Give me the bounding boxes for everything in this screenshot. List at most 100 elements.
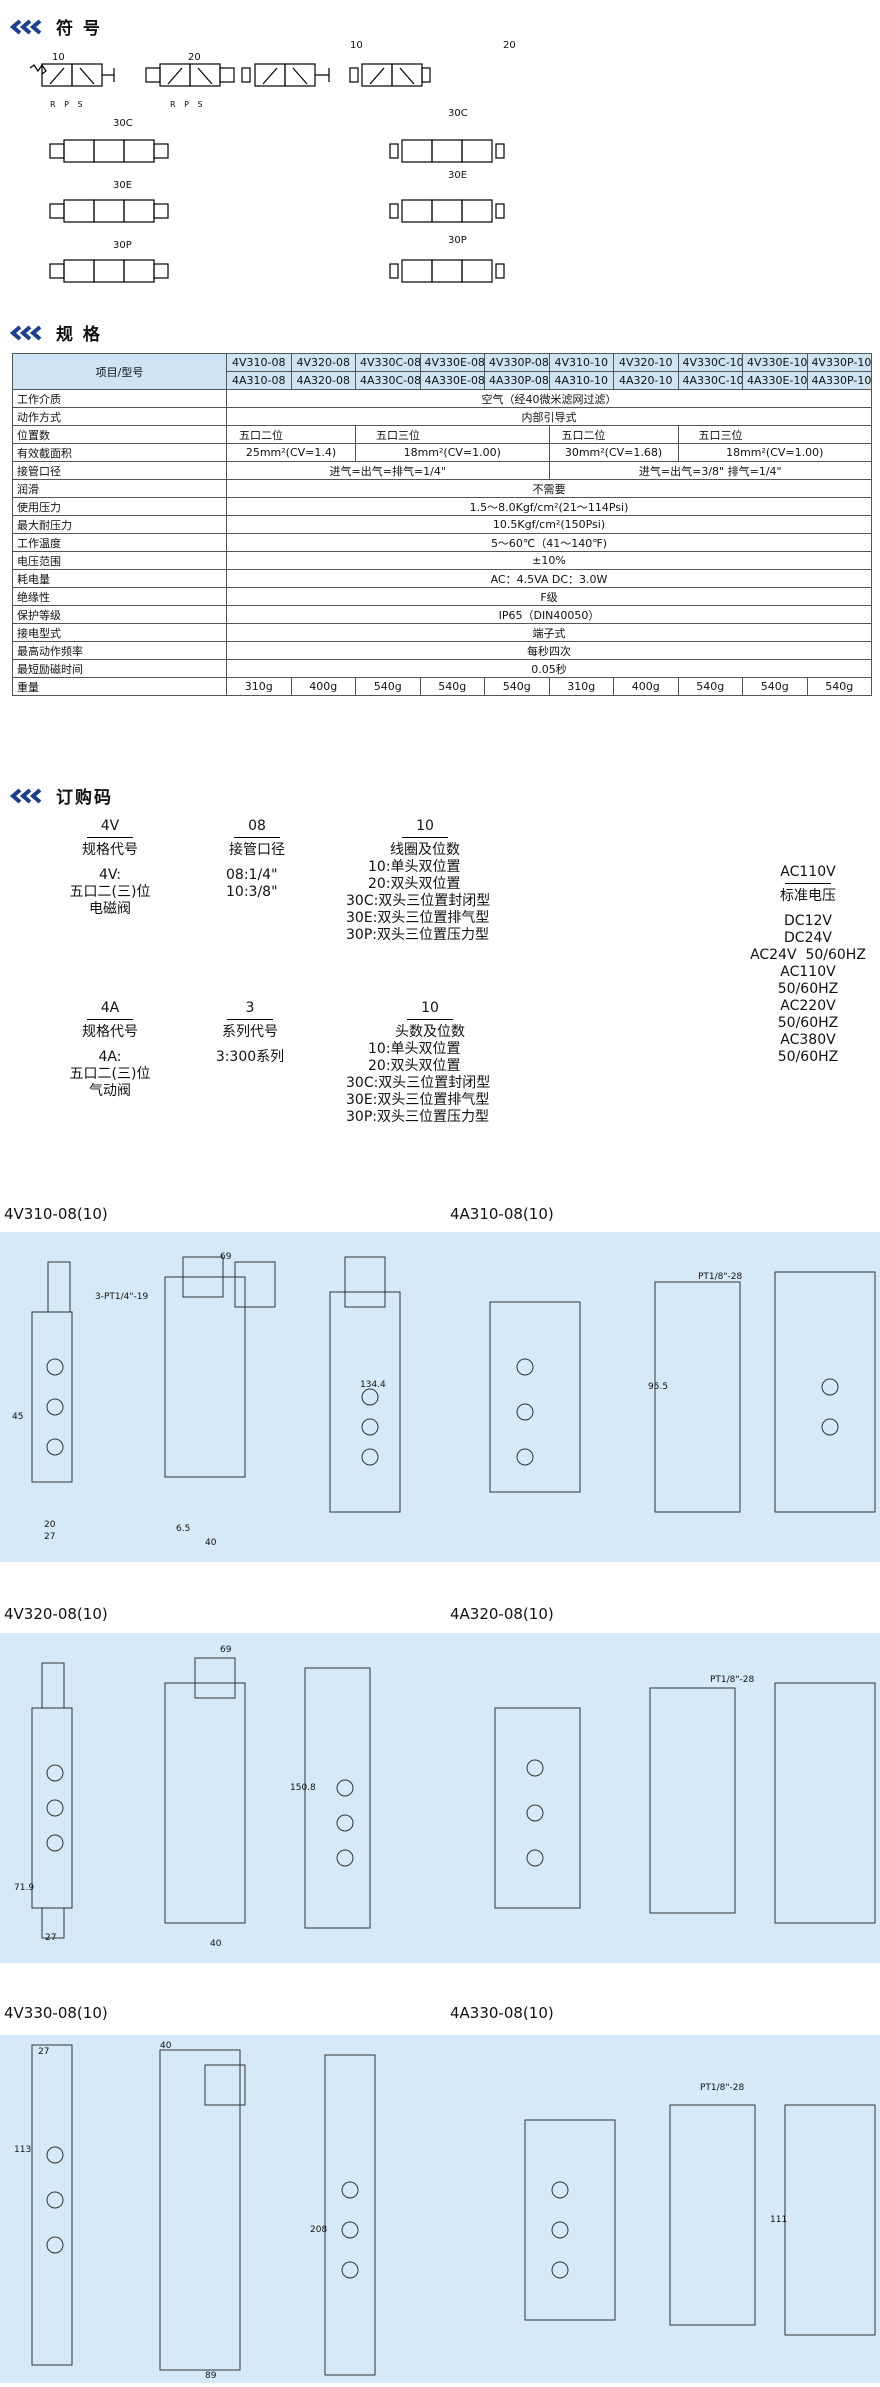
model-cell: 4V330E-08 xyxy=(419,353,485,372)
symbol-20-left: 20 xyxy=(188,52,201,63)
spec-row-wiring: 接电型式端子式 xyxy=(12,623,872,642)
row-label: 工作介质 xyxy=(12,389,227,408)
dim-pt18c: PT1/8"-28 xyxy=(700,2083,745,2093)
dim-27b: 27 xyxy=(45,1933,57,1943)
spec-header-label: 项目/型号 xyxy=(12,353,227,390)
chevron-triple-icon xyxy=(10,787,42,804)
order-volt-opt: DC24V xyxy=(784,930,832,946)
drawing-panel-310: 69 45 27 20 40 6.5 134.4 PT1/8"-28 95.5 … xyxy=(0,1232,880,1562)
section-title-symbol: 符 号 xyxy=(10,14,102,39)
spec-row-area: 有效截面积 25mm²(CV=1.4) 18mm²(CV=1.00) 30mm²… xyxy=(12,443,872,462)
order-v-code: 4V xyxy=(100,818,120,834)
drawing-310-svg xyxy=(31,1256,876,1513)
symbol-10-right: 10 xyxy=(350,40,363,51)
spec-header-row-1: 项目/型号 4V310-08 4V320-08 4V330C-08 4V330E… xyxy=(12,353,872,390)
symbol-20-right: 20 xyxy=(503,40,516,51)
row-label: 最短励磁时间 xyxy=(12,659,227,678)
order-port-label: 接管口径 xyxy=(229,842,285,858)
model-cell: 4V330E-10 xyxy=(742,353,808,372)
order-head-block: 10 头数及位数 10:单头双位置 20:双头双位置 30C:双头三位置封闭型 … xyxy=(340,1000,520,1126)
symbol-ports-left: R P S xyxy=(50,100,86,109)
model-cell: 4A330E-08 xyxy=(419,371,485,390)
model-cell: 4V330P-10 xyxy=(806,353,872,372)
weight-cell: 540g xyxy=(742,677,808,696)
model-cell: 4V330P-08 xyxy=(484,353,550,372)
dim-40: 40 xyxy=(205,1538,217,1548)
chevron-triple-icon xyxy=(10,18,42,35)
drawing-title-4a310: 4A310-08(10) xyxy=(450,1205,554,1223)
section-title-order: 订购码 xyxy=(10,783,113,808)
model-cell: 4V310-10 xyxy=(548,353,614,372)
dim-pt18b: PT1/8"-28 xyxy=(710,1675,755,1685)
drawing-330-svg xyxy=(31,2044,876,2376)
order-a-desc3: 气动阀 xyxy=(89,1083,131,1099)
row-label: 接电型式 xyxy=(12,623,227,642)
drawing-title-4a330: 4A330-08(10) xyxy=(450,2004,554,2022)
drawing-title-4v320: 4V320-08(10) xyxy=(4,1605,108,1623)
order-coil-opt: 30P:双头三位置压力型 xyxy=(346,927,489,943)
dim-69: 69 xyxy=(220,1252,232,1262)
spec-row-weight: 重量 310g 400g 540g 540g 540g 310g 400g 54… xyxy=(12,677,872,696)
order-head-opt: 30E:双头三位置排气型 xyxy=(346,1092,490,1108)
row-label: 保护等级 xyxy=(12,605,227,624)
row-label: 耗电量 xyxy=(12,569,227,588)
dim-134-4: 134.4 xyxy=(360,1380,386,1390)
row-label: 接管口径 xyxy=(12,461,227,480)
order-volt-opt: AC110V 50/60HZ xyxy=(777,964,839,997)
row-value: 五口二位 xyxy=(548,425,679,444)
spec-row-positions: 位置数 五口二位 五口三位 五口二位 五口三位 xyxy=(12,425,872,444)
dim-95-5: 95.5 xyxy=(648,1382,669,1392)
row-value: F级 xyxy=(226,587,872,606)
drawing-panel-320: 69 40 71.9 150.8 PT1/8"-28 27 xyxy=(0,1633,880,1963)
row-value: 每秒四次 xyxy=(226,641,872,660)
valve-symbols-diagram xyxy=(29,63,505,283)
row-label: 最大耐压力 xyxy=(12,515,227,534)
order-v-desc2: 五口二(三)位 xyxy=(69,884,151,900)
weight-cell: 400g xyxy=(613,677,679,696)
order-a-block: 4A 规格代号 4A: 五口二(三)位 气动阀 xyxy=(60,1000,160,1100)
row-value: ±10% xyxy=(226,551,872,570)
order-volt-opt: AC380V 50/60HZ xyxy=(777,1032,839,1065)
spec-table: 项目/型号 4V310-08 4V320-08 4V330C-08 4V330E… xyxy=(12,353,872,696)
dim-pt18: PT1/8"-28 xyxy=(698,1272,743,1282)
order-coil-opt: 30E:双头三位置排气型 xyxy=(346,910,490,926)
drawing-panel-330: 27 40 113 208 89 PT1/8"-28 111 xyxy=(0,2035,880,2383)
row-label: 工作温度 xyxy=(12,533,227,552)
row-value: 五口三位 xyxy=(677,425,872,444)
row-label: 润滑 xyxy=(12,479,227,498)
order-a-desc1: 4A: xyxy=(98,1049,122,1065)
row-value: 进气=出气=3/8" 排气=1/4" xyxy=(548,461,872,480)
chevron-triple-icon xyxy=(10,324,42,341)
symbol-30e-right: 30E xyxy=(448,170,468,181)
weight-cell: 540g xyxy=(484,677,550,696)
order-coil-code: 10 xyxy=(416,818,434,834)
order-head-code: 10 xyxy=(421,1000,439,1016)
dim-40b: 40 xyxy=(210,1939,222,1949)
dim-113: 113 xyxy=(14,2145,32,2155)
spec-header-row-2: 4A310-08 4A320-08 4A330C-08 4A330E-08 4A… xyxy=(13,371,872,390)
row-label: 有效截面积 xyxy=(12,443,227,462)
order-port-opt1: 08:1/4" xyxy=(226,867,278,883)
row-label: 电压范围 xyxy=(12,551,227,570)
dim-150-8: 150.8 xyxy=(290,1783,316,1793)
order-series-code: 3 xyxy=(245,1000,255,1016)
model-cell: 4A320-10 xyxy=(613,371,679,390)
weight-cell: 310g xyxy=(548,677,614,696)
order-head-opt: 30P:双头三位置压力型 xyxy=(346,1109,489,1125)
order-port-block: 08 接管口径 08:1/4" 10:3/8" xyxy=(212,818,302,901)
order-head-opt: 20:双头双位置 xyxy=(368,1058,461,1074)
order-v-desc1: 4V: xyxy=(98,867,122,883)
order-v-block: 4V 规格代号 4V: 五口二(三)位 电磁阀 xyxy=(60,818,160,918)
weight-cell: 540g xyxy=(677,677,743,696)
order-series-block: 3 系列代号 3:300系列 xyxy=(200,1000,300,1066)
model-cell: 4A330C-10 xyxy=(677,371,743,390)
symbol-30p-left: 30P xyxy=(113,240,132,251)
section-spec-label: 规 格 xyxy=(56,325,102,345)
order-a-code: 4A xyxy=(100,1000,120,1016)
symbol-ports-left-2: R P S xyxy=(170,100,206,109)
order-coil-opt: 10:单头双位置 xyxy=(368,859,461,875)
order-a-label: 规格代号 xyxy=(82,1024,138,1040)
row-value: 五口二位 xyxy=(226,425,356,444)
